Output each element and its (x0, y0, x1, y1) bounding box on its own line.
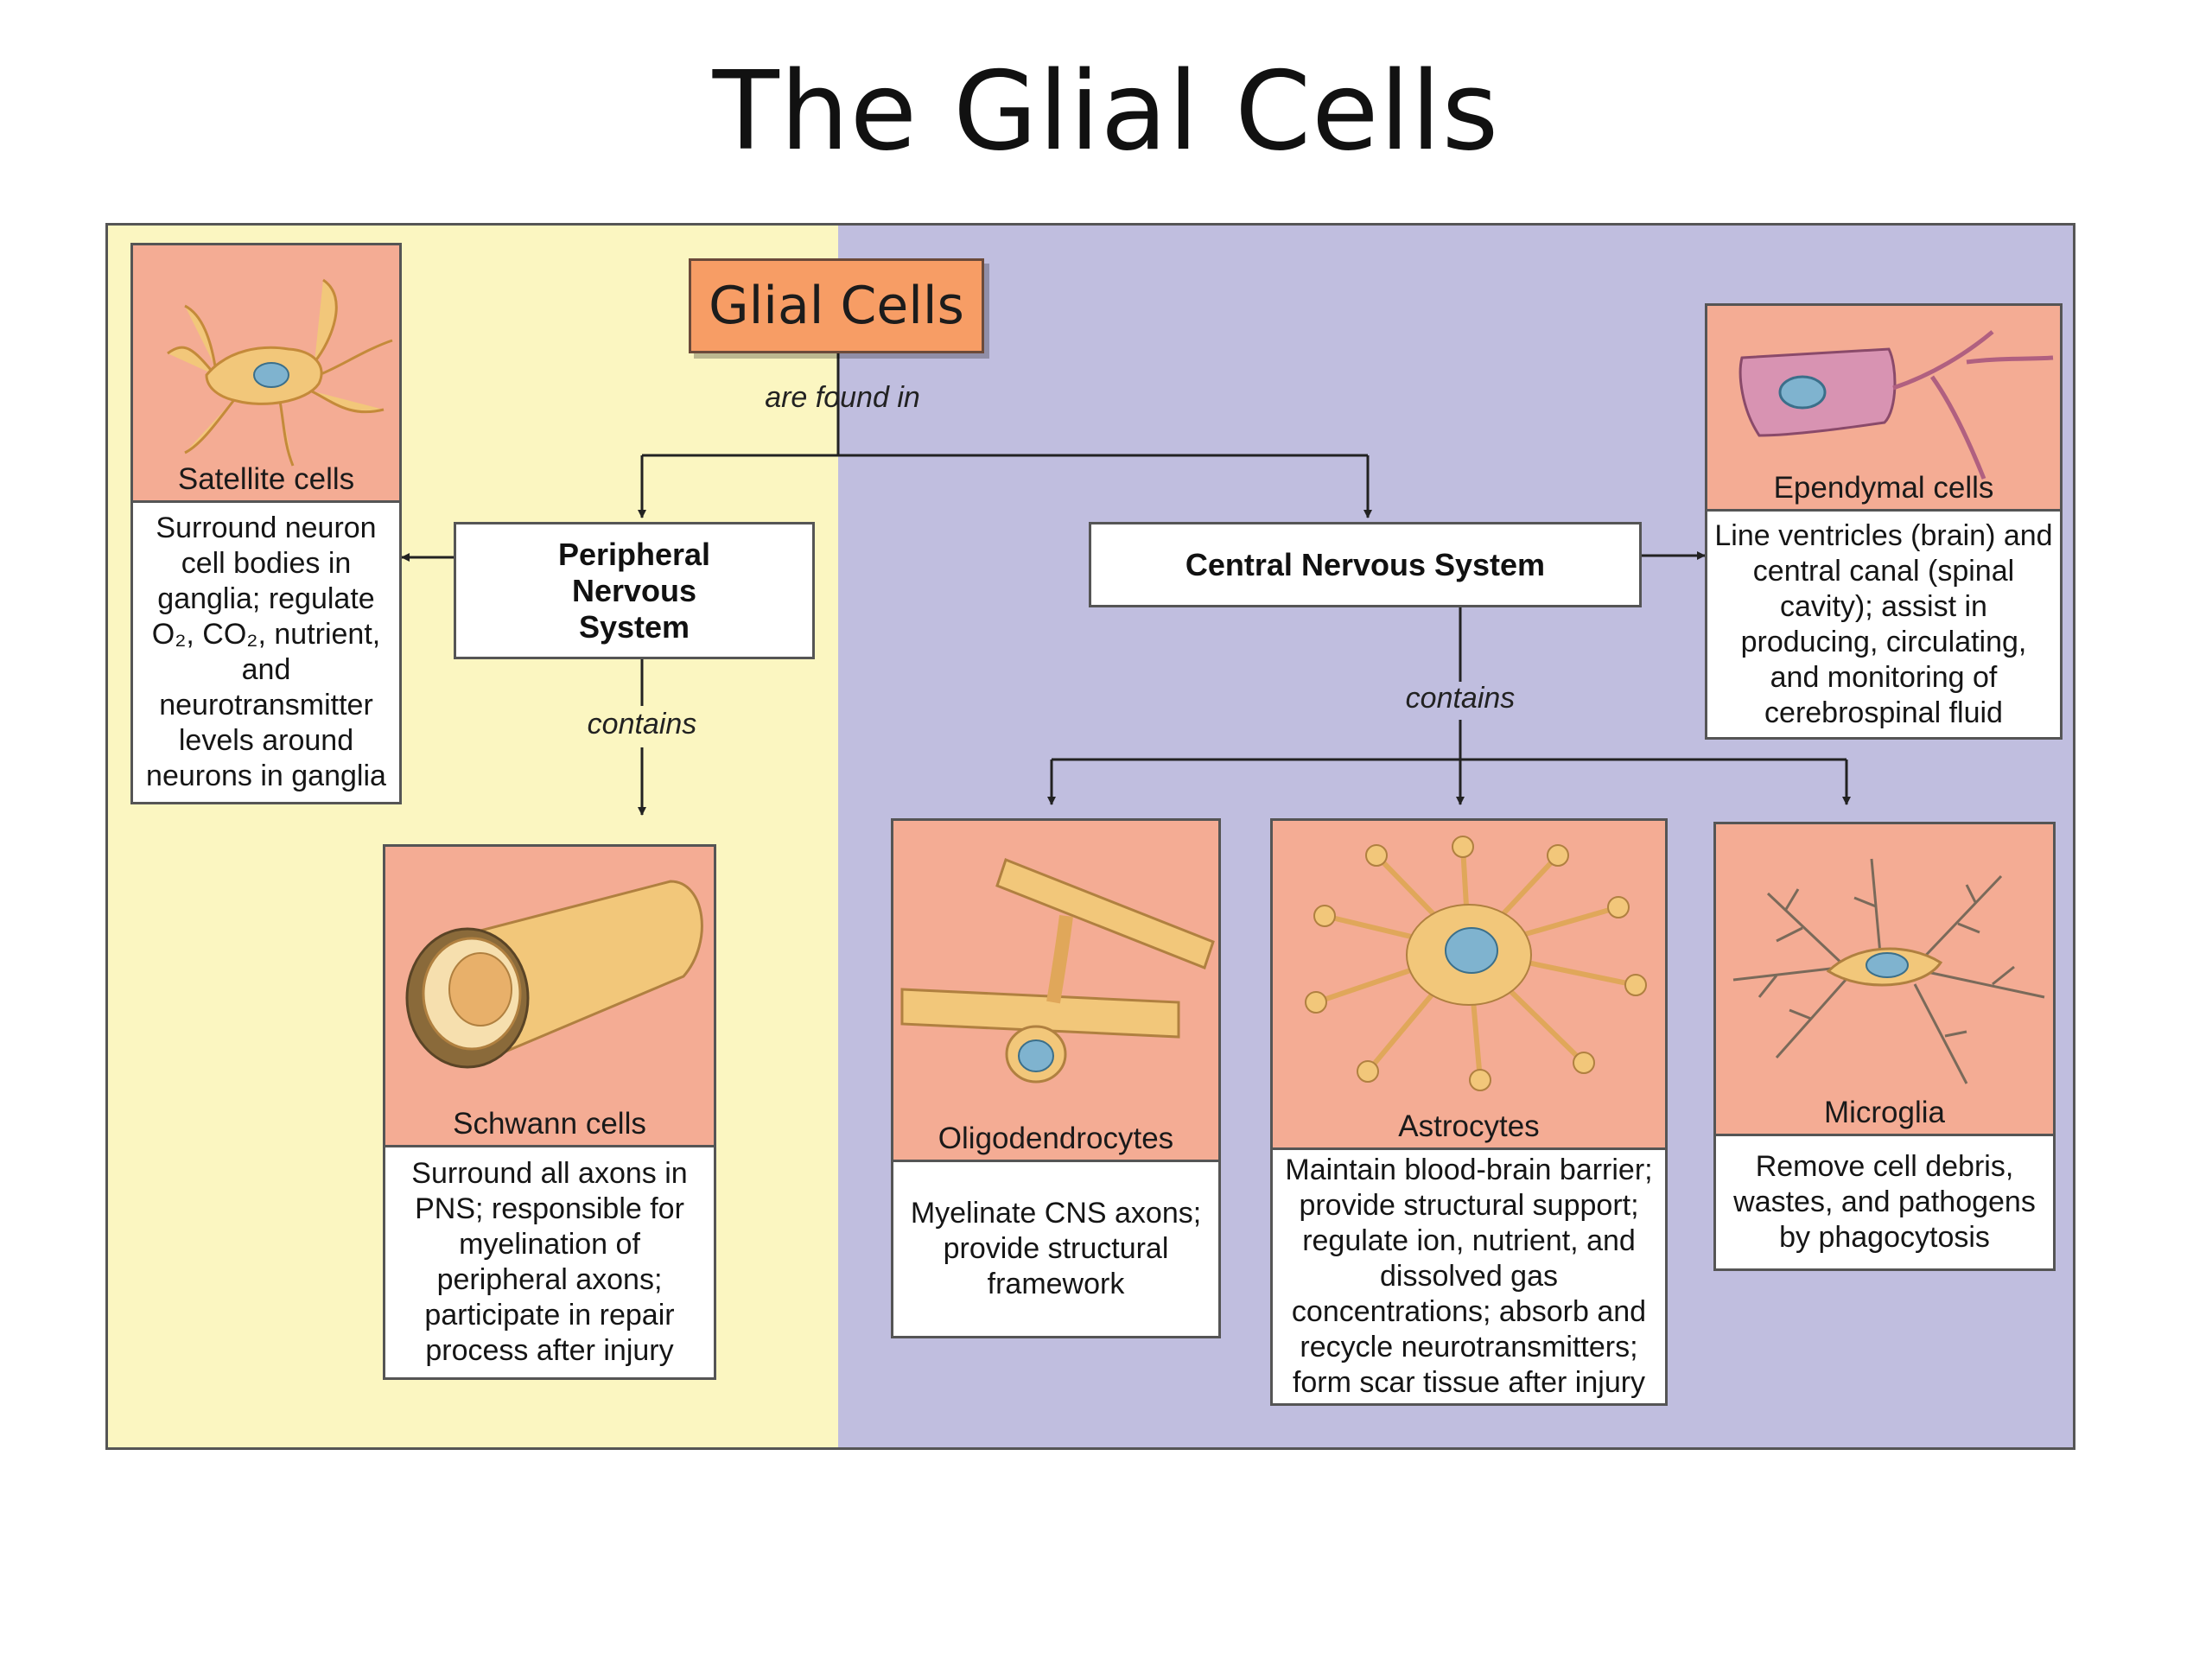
microglia-icon (1732, 858, 2045, 1084)
page-title: The Glial Cells (712, 48, 1500, 175)
connector-lines (401, 353, 1851, 816)
ependymal-cell-icon (1738, 330, 2054, 480)
schwann-cells-name: Schwann cells (453, 1107, 646, 1141)
satellite-cells-description: Surround neuron cell bodies in ganglia; … (146, 512, 386, 792)
astrocytes-name: Astrocytes (1398, 1109, 1540, 1143)
glial-cells-diagram: Glial Cells are found in Peripheral Nerv… (105, 223, 2075, 1450)
edge-label-pns-contains: contains (587, 708, 697, 741)
astrocytes-description: Maintain blood-brain barrier; provide st… (1285, 1154, 1653, 1399)
pns-node: Peripheral Nervous System (454, 522, 815, 659)
cns-node: Central Nervous System (1089, 522, 1642, 607)
ependymal-cells-description: Line ventricles (brain) and central cana… (1714, 518, 2053, 729)
edge-label-found-in: are found in (765, 381, 920, 414)
satellite-cell-image: Satellite cells (133, 245, 399, 503)
satellite-cell-icon (167, 278, 393, 467)
root-node-glial-cells: Glial Cells (689, 258, 984, 353)
card-microglia: Microglia Remove cell debris, wastes, an… (1713, 822, 2056, 1271)
microglia-image: Microglia (1716, 824, 2053, 1136)
card-ependymal-cells: Ependymal cells Line ventricles (brain) … (1705, 303, 2063, 740)
card-satellite-cells: Satellite cells Surround neuron cell bod… (130, 243, 402, 804)
schwann-cell-image: Schwann cells (385, 847, 714, 1147)
card-schwann-cells: Schwann cells Surround all axons in PNS;… (383, 844, 716, 1380)
astrocyte-icon (1305, 836, 1647, 1091)
schwann-cells-description: Surround all axons in PNS; responsible f… (411, 1157, 688, 1367)
edge-label-cns-contains: contains (1405, 682, 1516, 715)
ependymal-cells-name: Ependymal cells (1773, 471, 1994, 505)
oligodendrocyte-icon (900, 858, 1215, 1084)
cns-label: Central Nervous System (1185, 546, 1546, 582)
microglia-name: Microglia (1823, 1096, 1946, 1129)
card-astrocytes: Astrocytes Maintain blood-brain barrier;… (1270, 818, 1668, 1406)
oligodendrocyte-image: Oligodendrocytes (893, 821, 1218, 1162)
root-label: Glial Cells (709, 276, 964, 336)
microglia-description: Remove cell debris, wastes, and pathogen… (1733, 1150, 2036, 1254)
oligodendrocytes-description: Myelinate CNS axons; provide structural … (910, 1197, 1202, 1300)
card-oligodendrocytes: Oligodendrocytes Myelinate CNS axons; pr… (891, 818, 1221, 1338)
ependymal-cell-image: Ependymal cells (1707, 306, 2060, 512)
astrocyte-image: Astrocytes (1273, 821, 1665, 1150)
schwann-cell-icon (405, 880, 703, 1069)
satellite-cells-name: Satellite cells (177, 462, 355, 496)
pns-label: Peripheral Nervous System (557, 536, 711, 645)
oligodendrocytes-name: Oligodendrocytes (938, 1122, 1174, 1155)
